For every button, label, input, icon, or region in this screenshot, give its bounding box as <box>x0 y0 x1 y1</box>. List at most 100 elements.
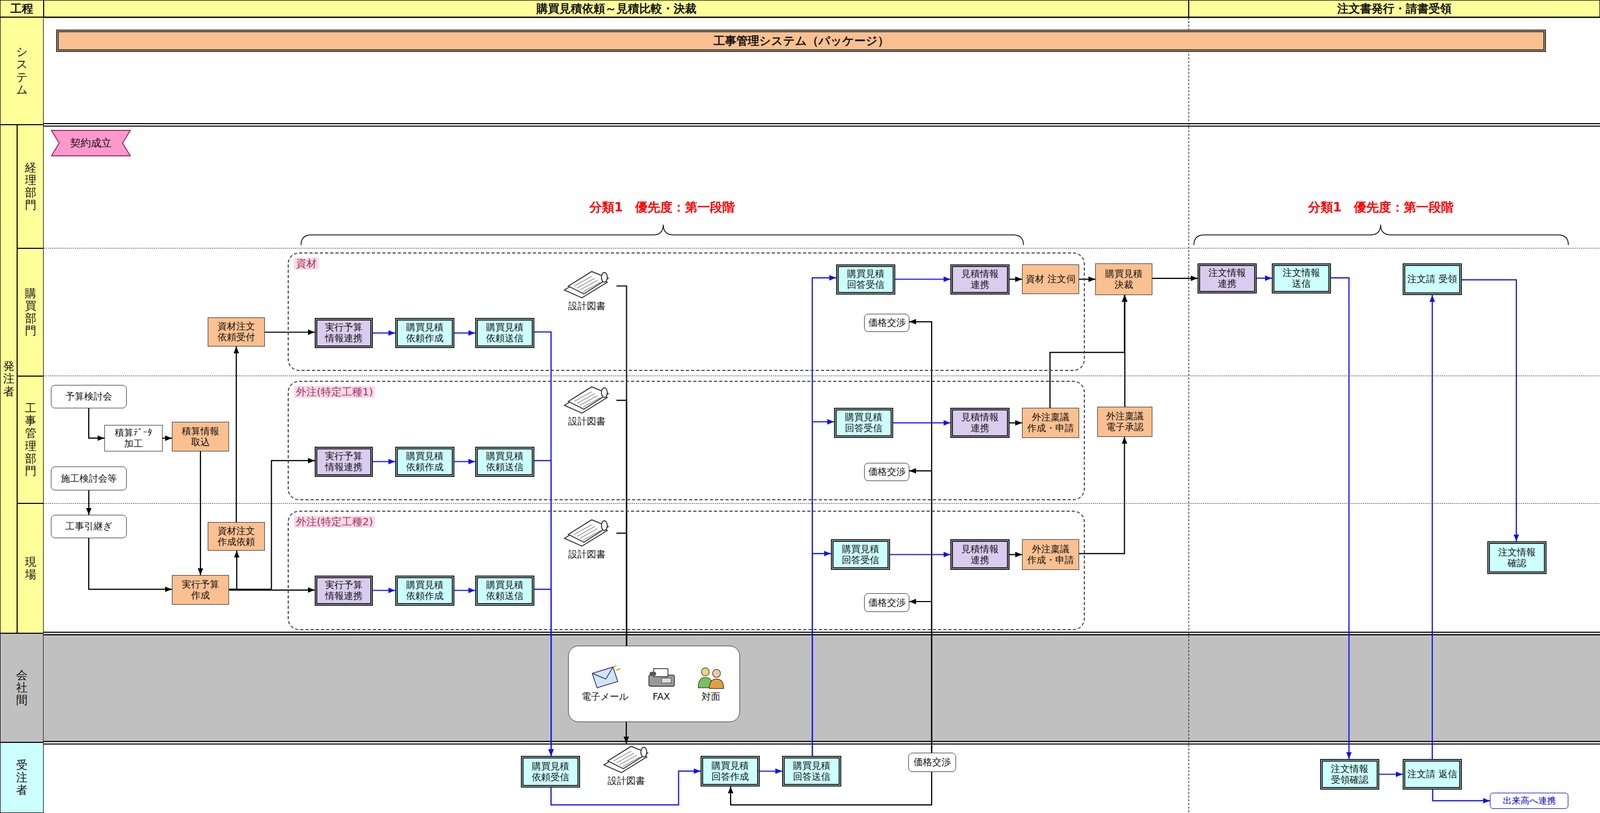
node-text: 購買見積 決裁 <box>1097 268 1151 290</box>
node-text: 設計図書 <box>568 415 606 427</box>
node-text: 外注稟議 電子承認 <box>1099 410 1151 433</box>
icon <box>645 665 678 690</box>
task-box: 外注稟議 電子承認 <box>1097 406 1153 437</box>
link-box: 実行予算 情報連携 <box>314 575 373 606</box>
node-text: 資材 注文伺 <box>1025 273 1076 285</box>
node-text: システム <box>16 45 28 97</box>
node-text: 現場 <box>24 555 37 581</box>
event-box: 価格交渉 <box>864 313 910 332</box>
node-text: 積算ﾃﾞｰﾀ 加工 <box>106 427 161 449</box>
node-text: 購買見積 回答送信 <box>786 760 838 782</box>
node-text: 資材注文 作成依頼 <box>209 525 263 547</box>
icon <box>588 665 622 690</box>
node-text: 契約成立 <box>70 137 112 150</box>
connector <box>372 460 396 462</box>
system-box: 購買見積 回答作成 <box>700 755 760 787</box>
priority-label: 分類1 優先度：第一段階 <box>586 198 739 216</box>
process-box: 積算ﾃﾞｰﾀ 加工 <box>104 424 163 452</box>
node-text: 注文請 返信 <box>1407 768 1458 780</box>
start-flag: 契約成立 <box>50 129 131 157</box>
connector <box>229 589 315 591</box>
task-box: 外注稟議 作成・申請 <box>1022 539 1080 570</box>
node-text: 電子メール <box>581 691 629 703</box>
event-box: 価格交渉 <box>908 752 957 772</box>
link-box: 見積情報 連携 <box>950 539 1010 570</box>
connector <box>1079 278 1096 280</box>
link-box: 実行予算 情報連携 <box>314 446 373 477</box>
node-text: 購買見積 依頼作成 <box>399 579 451 601</box>
system-box: 注文情報 確認 <box>1487 541 1547 574</box>
node-text: 注文情報 送信 <box>1275 267 1327 289</box>
node-text: 注文情報 受領確認 <box>1324 763 1376 785</box>
node-text: FAX <box>652 691 670 703</box>
connector <box>909 601 932 753</box>
connector <box>759 770 783 772</box>
connector <box>88 538 172 589</box>
connector <box>534 588 551 756</box>
node-text: 購買見積 依頼作成 <box>399 321 451 344</box>
system-box: 購買見積 回答受信 <box>836 264 896 295</box>
node-text: 購買見積 依頼作成 <box>399 450 451 473</box>
task-box: 資材 注文伺 <box>1022 264 1080 294</box>
lane-header: 現場 <box>17 503 44 634</box>
node-text: 設計図書 <box>607 775 645 787</box>
media-item: 電子メール <box>581 665 629 703</box>
node-text: 注文書発行・請書受領 <box>1337 2 1452 16</box>
connector <box>616 286 627 647</box>
header-cell: 工程 <box>0 0 44 18</box>
link-box: 見積情報 連携 <box>950 264 1010 295</box>
event-box: 予算検討会 <box>50 384 127 409</box>
connector <box>454 460 476 462</box>
connector <box>1461 279 1517 542</box>
link-box: 見積情報 連携 <box>950 407 1010 438</box>
connector <box>235 346 237 522</box>
node-text: 資材注文 依頼受付 <box>209 320 263 343</box>
system-box: 注文情報 送信 <box>1271 263 1331 294</box>
group-frame: 外注(特定工種1)実行予算 情報連携購買見積 依頼作成購買見積 依頼送信設計図書… <box>287 380 1085 501</box>
media-item: FAX <box>645 665 678 703</box>
node-text: 購買見積 回答受信 <box>838 411 890 434</box>
node-text: 実行予算 情報連携 <box>318 579 369 601</box>
event-box: 価格交渉 <box>864 593 910 612</box>
connector <box>1009 278 1023 280</box>
connector <box>890 553 951 555</box>
system-bar: 工事管理システム（パッケージ） <box>56 29 1546 52</box>
node-text: 施工検討会等 <box>60 473 117 484</box>
connector <box>1152 277 1198 279</box>
header-cell: 購買見積依頼～見積比較・決裁 <box>43 0 1189 18</box>
connector <box>1432 789 1490 801</box>
lane-header: システム <box>0 17 44 125</box>
connector <box>616 532 627 646</box>
lane-header: 発注者 <box>0 124 18 634</box>
node-text: 予算検討会 <box>65 391 113 402</box>
icon <box>561 383 612 415</box>
node-text: 工程 <box>10 2 34 16</box>
connector <box>1256 277 1272 279</box>
node-text: 注文情報 確認 <box>1491 546 1543 569</box>
document-icon: 設計図書 <box>557 383 617 438</box>
connector <box>812 421 835 756</box>
node-text: 価格交渉 <box>913 756 951 768</box>
connector <box>909 321 932 753</box>
connector <box>1050 294 1125 408</box>
connector <box>812 553 831 756</box>
icon <box>601 743 652 775</box>
icon <box>561 516 612 548</box>
system-box: 購買見積 回答受信 <box>830 539 891 570</box>
connector <box>909 470 932 753</box>
system-box: 購買見積 依頼作成 <box>395 575 455 606</box>
header-cell: 注文書発行・請書受領 <box>1188 0 1600 18</box>
group-frame: 資材実行予算 情報連携購買見積 依頼作成購買見積 依頼送信設計図書購買見積 回答… <box>287 252 1085 371</box>
node-text: 設計図書 <box>568 548 606 560</box>
system-box: 購買見積 依頼送信 <box>475 446 535 477</box>
node-text: 購買見積 回答作成 <box>704 760 756 782</box>
system-box: 購買見積 依頼受信 <box>520 755 581 788</box>
system-box: 注文請 返信 <box>1402 758 1462 790</box>
system-box: 購買見積 依頼送信 <box>475 317 535 348</box>
group-frame: 外注(特定工種2)実行予算 情報連携購買見積 依頼作成購買見積 依頼送信設計図書… <box>287 510 1085 630</box>
event-box: 施工検討会等 <box>50 466 127 491</box>
task-box: 資材注文 作成依頼 <box>207 521 265 551</box>
